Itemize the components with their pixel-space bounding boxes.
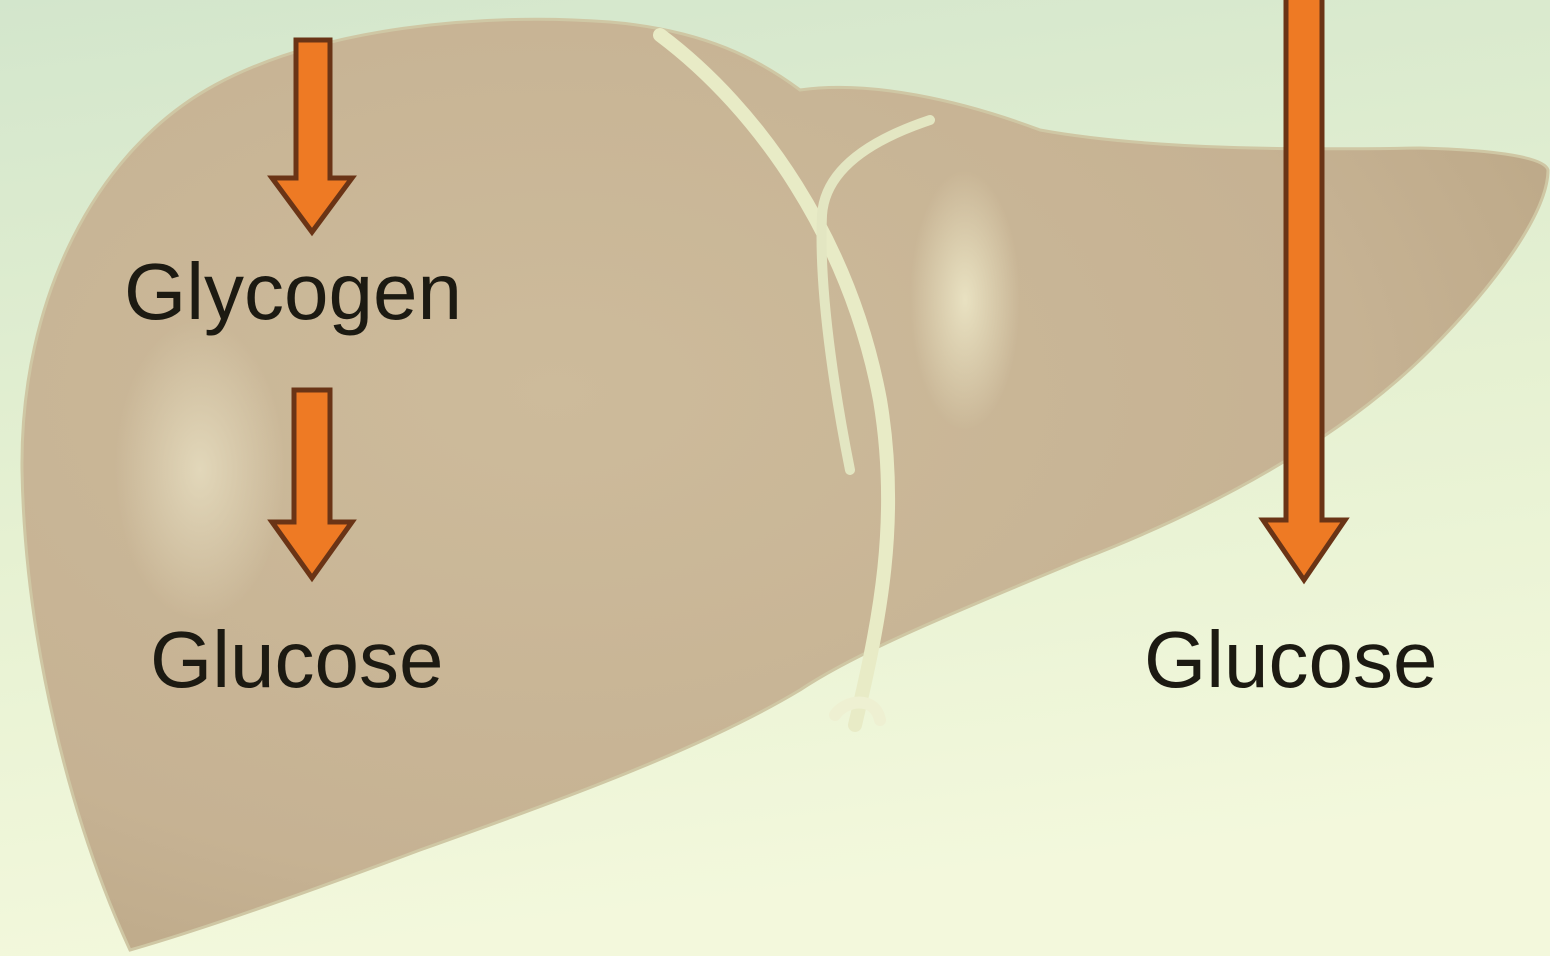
glucose-blood-label: Glucose — [1144, 620, 1437, 700]
liver-highlight — [115, 320, 285, 620]
liver-highlight — [910, 170, 1020, 430]
glucose-liver-label: Glucose — [150, 620, 443, 700]
glycogen-label: Glycogen — [124, 252, 462, 332]
